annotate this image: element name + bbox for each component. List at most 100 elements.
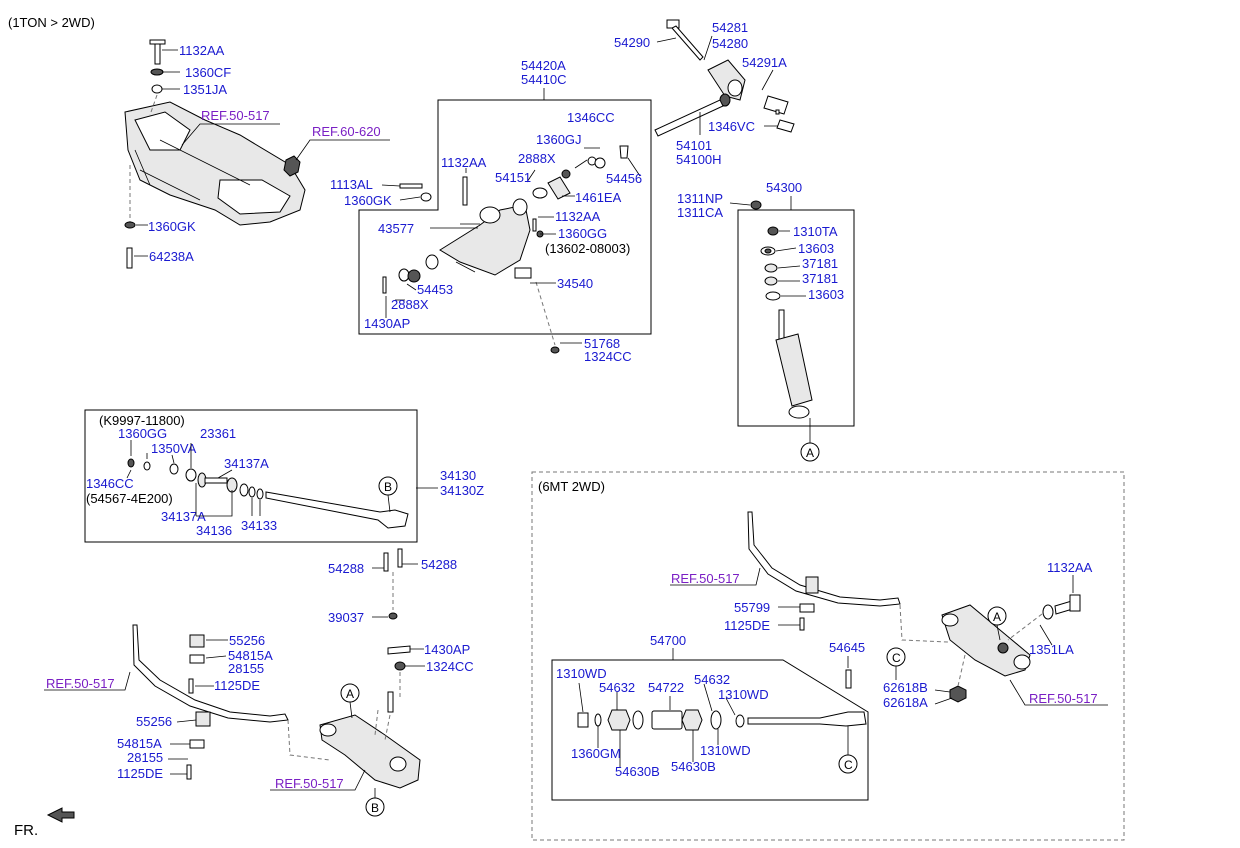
variant-6mt-group-box bbox=[531, 471, 1125, 841]
label-55256-2[interactable]: 55256 bbox=[136, 714, 172, 729]
label-1113al[interactable]: 1113AL bbox=[330, 177, 373, 192]
label-54100h[interactable]: 54100H bbox=[676, 152, 722, 167]
label-54700[interactable]: 54700 bbox=[650, 633, 686, 648]
label-34130z[interactable]: 34130Z bbox=[440, 483, 484, 498]
label-1351ja[interactable]: 1351JA bbox=[183, 82, 227, 97]
callout-c: C bbox=[892, 651, 901, 665]
label-1461ea[interactable]: 1461EA bbox=[575, 190, 622, 205]
label-34130[interactable]: 34130 bbox=[440, 468, 476, 483]
ref-link-50-517-2[interactable]: REF.50-517 bbox=[46, 676, 115, 691]
label-1430ap[interactable]: 1430AP bbox=[364, 316, 410, 331]
label-34133[interactable]: 34133 bbox=[241, 518, 277, 533]
label-39037[interactable]: 39037 bbox=[328, 610, 364, 625]
callout-a-3: A bbox=[993, 610, 1001, 624]
front-arrow-icon bbox=[46, 807, 75, 823]
label-1310wd-2[interactable]: 1310WD bbox=[718, 687, 769, 702]
label-54815a-2[interactable]: 54815A bbox=[117, 736, 162, 751]
upper-arm-illustration bbox=[382, 145, 629, 354]
label-1125de-3[interactable]: 1125DE bbox=[724, 618, 770, 633]
label-1132aa[interactable]: 1132AA bbox=[179, 43, 225, 58]
tie-rod-illustration bbox=[654, 19, 795, 137]
label-1132aa-4[interactable]: 1132AA bbox=[1047, 560, 1093, 575]
label-54632[interactable]: 54632 bbox=[599, 680, 635, 695]
label-54280[interactable]: 54280 bbox=[712, 36, 748, 51]
label-1360gg-2[interactable]: 1360GG bbox=[118, 426, 167, 441]
label-1311ca[interactable]: 1311CA bbox=[677, 205, 723, 220]
label-54630b-2[interactable]: 54630B bbox=[671, 759, 716, 774]
ref-link-50-517-4[interactable]: REF.50-517 bbox=[671, 571, 740, 586]
label-34136[interactable]: 34136 bbox=[196, 523, 232, 538]
bolt-54288-a bbox=[383, 552, 389, 572]
label-54632-2[interactable]: 54632 bbox=[694, 672, 730, 687]
label-1360gk[interactable]: 1360GK bbox=[148, 219, 196, 234]
label-54453[interactable]: 54453 bbox=[417, 282, 453, 297]
callout-c-circle-2[interactable] bbox=[838, 754, 858, 774]
label-1346vc[interactable]: 1346VC bbox=[708, 119, 755, 134]
callout-b-circle-2[interactable] bbox=[365, 797, 385, 817]
ref-link-60-620[interactable]: REF.60-620 bbox=[312, 124, 381, 139]
label-28155[interactable]: 28155 bbox=[228, 661, 264, 676]
label-1360cf[interactable]: 1360CF bbox=[185, 65, 231, 80]
label-54300[interactable]: 54300 bbox=[766, 180, 802, 195]
label-1351la[interactable]: 1351LA bbox=[1029, 642, 1074, 657]
label-54290[interactable]: 54290 bbox=[614, 35, 650, 50]
label-54291a[interactable]: 54291A bbox=[742, 55, 787, 70]
variant-6mt-title: (6MT 2WD) bbox=[538, 479, 605, 494]
label-64238a[interactable]: 64238A bbox=[149, 249, 194, 264]
label-28155-2[interactable]: 28155 bbox=[127, 750, 163, 765]
label-62618b[interactable]: 62618B bbox=[883, 680, 928, 695]
label-23361[interactable]: 23361 bbox=[200, 426, 236, 441]
label-1132aa-3[interactable]: 1132AA bbox=[555, 209, 601, 224]
label-13603[interactable]: 13603 bbox=[798, 241, 834, 256]
label-62618a[interactable]: 62618A bbox=[883, 695, 928, 710]
label-54281[interactable]: 54281 bbox=[712, 20, 748, 35]
label-1350va[interactable]: 1350VA bbox=[151, 441, 197, 456]
label-37181-2[interactable]: 37181 bbox=[802, 271, 838, 286]
ref-link-50-517-5[interactable]: REF.50-517 bbox=[1029, 691, 1098, 706]
label-1346cc-2[interactable]: 1346CC bbox=[86, 476, 134, 491]
label-1324cc-2[interactable]: 1324CC bbox=[426, 659, 474, 674]
bushing-group-box bbox=[551, 659, 869, 801]
label-1324cc[interactable]: 1324CC bbox=[584, 349, 632, 364]
label-1125de-2[interactable]: 1125DE bbox=[117, 766, 163, 781]
label-1310ta[interactable]: 1310TA bbox=[793, 224, 838, 239]
label-54288-2[interactable]: 54288 bbox=[421, 557, 457, 572]
label-55799[interactable]: 55799 bbox=[734, 600, 770, 615]
label-43577[interactable]: 43577 bbox=[378, 221, 414, 236]
label-34540[interactable]: 34540 bbox=[557, 276, 593, 291]
label-54456[interactable]: 54456 bbox=[606, 171, 642, 186]
label-51768[interactable]: 51768 bbox=[584, 336, 620, 351]
label-54722[interactable]: 54722 bbox=[648, 680, 684, 695]
label-54420a[interactable]: 54420A bbox=[521, 58, 566, 73]
label-1430ap-2[interactable]: 1430AP bbox=[424, 642, 470, 657]
label-34137a[interactable]: 34137A bbox=[224, 456, 269, 471]
stabilizer-group-box bbox=[84, 409, 418, 543]
label-55256[interactable]: 55256 bbox=[229, 633, 265, 648]
label-1125de[interactable]: 1125DE bbox=[214, 678, 260, 693]
label-2888x[interactable]: 2888X bbox=[518, 151, 556, 166]
label-1311np[interactable]: 1311NP bbox=[677, 191, 723, 206]
label-1132aa-2[interactable]: 1132AA bbox=[441, 155, 487, 170]
label-54815a[interactable]: 54815A bbox=[228, 648, 273, 663]
ref-link-50-517[interactable]: REF.50-517 bbox=[201, 108, 270, 123]
label-13603-2[interactable]: 13603 bbox=[808, 287, 844, 302]
label-1360gk-2[interactable]: 1360GK bbox=[344, 193, 392, 208]
label-1310wd-3[interactable]: 1310WD bbox=[700, 743, 751, 758]
label-37181[interactable]: 37181 bbox=[802, 256, 838, 271]
label-54630b[interactable]: 54630B bbox=[615, 764, 660, 779]
label-54410c[interactable]: 54410C bbox=[521, 72, 567, 87]
label-34137a-2[interactable]: 34137A bbox=[161, 509, 206, 524]
label-1346cc[interactable]: 1346CC bbox=[567, 110, 615, 125]
label-1360gg[interactable]: 1360GG bbox=[558, 226, 607, 241]
callout-a-circle[interactable] bbox=[800, 442, 820, 462]
label-54101[interactable]: 54101 bbox=[676, 138, 712, 153]
label-1360gm[interactable]: 1360GM bbox=[571, 746, 621, 761]
label-54288[interactable]: 54288 bbox=[328, 561, 364, 576]
label-1310wd[interactable]: 1310WD bbox=[556, 666, 607, 681]
label-2888x-2[interactable]: 2888X bbox=[391, 297, 429, 312]
label-54645[interactable]: 54645 bbox=[829, 640, 865, 655]
label-13602-08003: (13602-08003) bbox=[545, 241, 630, 256]
label-1360gj[interactable]: 1360GJ bbox=[536, 132, 582, 147]
ref-link-50-517-3[interactable]: REF.50-517 bbox=[275, 776, 344, 791]
label-54151[interactable]: 54151 bbox=[495, 170, 531, 185]
